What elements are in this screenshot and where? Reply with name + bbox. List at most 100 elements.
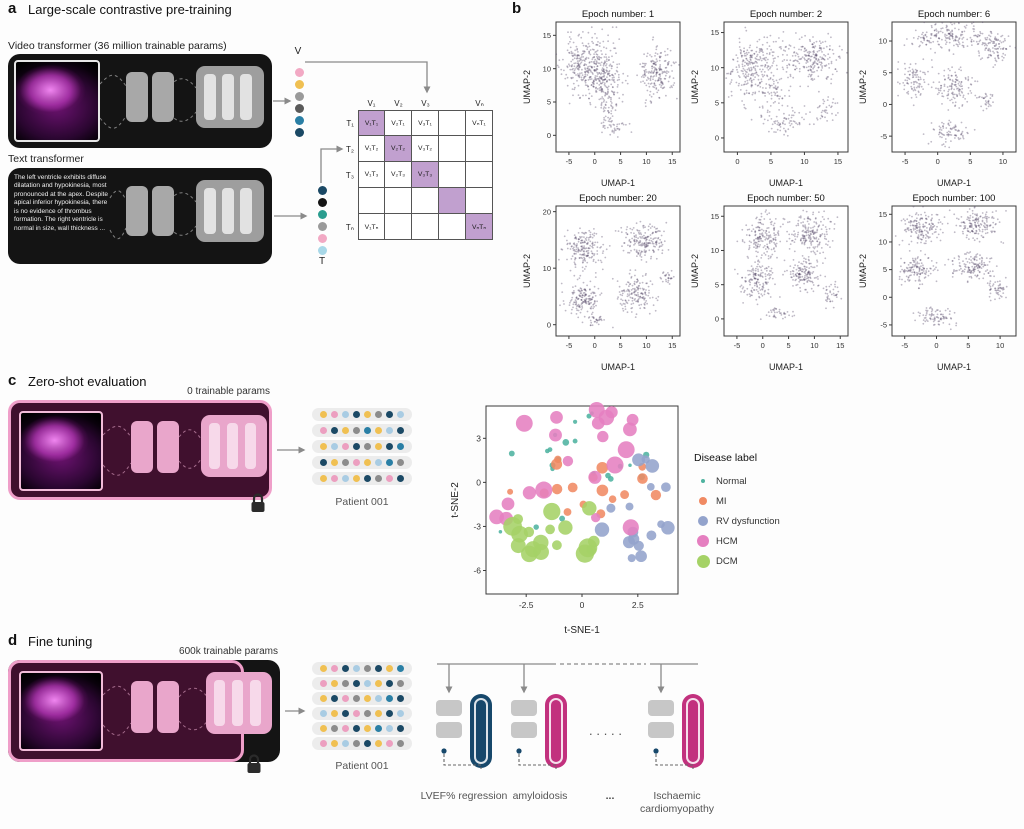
embedding-dot	[331, 740, 338, 747]
embedding-dot	[364, 411, 371, 418]
embedding-dot	[386, 710, 393, 717]
matrix-cell	[439, 162, 466, 188]
embedding-dot	[386, 725, 393, 732]
embedding-dot	[320, 725, 327, 732]
patient-embedding-rows	[312, 662, 412, 752]
matrix-cell: VₙTₙ	[466, 214, 493, 240]
video-embedding-column	[294, 68, 304, 140]
embedding-dot	[331, 725, 338, 732]
transformer-block	[157, 421, 179, 473]
svg-text:-2.5: -2.5	[519, 600, 534, 610]
embedding-dot	[375, 665, 382, 672]
embedding-dot	[375, 475, 382, 482]
svg-text:10: 10	[800, 157, 808, 166]
matrix-cell: V₁Tₙ	[358, 214, 385, 240]
embedding-dot	[294, 116, 304, 125]
embedding-dot	[386, 680, 393, 687]
echocardiogram-image	[19, 411, 103, 491]
echocardiogram-image	[14, 60, 100, 142]
embedding-dot	[397, 427, 404, 434]
svg-text:UMAP-1: UMAP-1	[769, 178, 803, 188]
embedding-dot	[317, 234, 327, 243]
svg-text:5: 5	[883, 68, 887, 77]
embedding-dot	[364, 680, 371, 687]
embedding-dot	[342, 475, 349, 482]
embedding-dot	[364, 725, 371, 732]
embedding-dot	[294, 128, 304, 137]
embedding-row	[312, 677, 412, 690]
matrix-cell	[439, 110, 466, 136]
panel-c-label: c	[8, 372, 17, 389]
svg-text:Epoch number: 6: Epoch number: 6	[918, 9, 990, 20]
head-block	[436, 722, 462, 738]
embedding-dot	[317, 186, 327, 195]
svg-text:0: 0	[761, 341, 765, 350]
transformer-bar	[209, 423, 220, 469]
matrix-row-header: T₁	[346, 118, 354, 128]
embedding-dot	[317, 198, 327, 207]
transformer-bar	[204, 74, 216, 120]
embedding-dot	[364, 443, 371, 450]
embedding-dot	[331, 411, 338, 418]
matrix-col-header: V₃	[421, 99, 430, 108]
transformer-block	[131, 681, 153, 733]
transformer-bar	[232, 680, 243, 726]
svg-text:-5: -5	[734, 341, 741, 350]
text-transformer-box: The left ventricle exhibits diffuse dila…	[8, 168, 272, 264]
matrix-cell	[385, 214, 412, 240]
svg-text:15: 15	[543, 31, 551, 40]
task-capsule	[545, 694, 567, 768]
embedding-dot	[353, 475, 360, 482]
patient-embedding-rows	[312, 408, 412, 488]
embedding-dot	[364, 740, 371, 747]
embedding-dot	[320, 475, 327, 482]
embedding-dot	[397, 411, 404, 418]
panel-a-label: a	[8, 0, 17, 17]
svg-text:-5: -5	[902, 157, 909, 166]
embedding-dot	[364, 665, 371, 672]
embedding-dot	[331, 475, 338, 482]
transformer-bar	[204, 188, 216, 234]
legend-dot	[700, 478, 706, 484]
matrix-cell	[439, 188, 466, 214]
embedding-dot	[397, 459, 404, 466]
svg-text:-5: -5	[901, 341, 908, 350]
embedding-dot	[375, 695, 382, 702]
svg-text:Epoch number: 50: Epoch number: 50	[747, 193, 825, 204]
head-block	[511, 722, 537, 738]
module-ellipsis: ·····	[588, 726, 626, 741]
embedding-dot	[397, 710, 404, 717]
svg-text:-5: -5	[880, 132, 887, 141]
matrix-cell	[466, 162, 493, 188]
legend-item: DCM	[694, 551, 780, 571]
video-transformer-label: Video transformer (36 million trainable …	[8, 40, 227, 52]
embedding-row	[312, 692, 412, 705]
embedding-dot	[375, 710, 382, 717]
svg-text:10: 10	[879, 238, 887, 247]
transformer-bar	[240, 74, 252, 120]
embedding-dot	[353, 695, 360, 702]
matrix-cell	[412, 188, 439, 214]
embedding-dot	[294, 80, 304, 89]
embedding-dot	[320, 695, 327, 702]
svg-text:2.5: 2.5	[632, 600, 644, 610]
svg-text:5: 5	[968, 157, 972, 166]
embedding-dot	[331, 695, 338, 702]
svg-text:15: 15	[668, 341, 676, 350]
matrix-cell	[439, 136, 466, 162]
svg-text:UMAP-2: UMAP-2	[858, 70, 868, 104]
embedding-dot	[386, 695, 393, 702]
matrix-col-header: Vₙ	[475, 99, 484, 108]
embedding-dot	[331, 459, 338, 466]
legend-item: MI	[694, 491, 780, 511]
transformer-block	[152, 72, 174, 122]
transformer-bar	[227, 423, 238, 469]
legend-dot	[697, 515, 709, 527]
transformer-block	[126, 72, 148, 122]
echocardiogram-image	[19, 671, 103, 751]
